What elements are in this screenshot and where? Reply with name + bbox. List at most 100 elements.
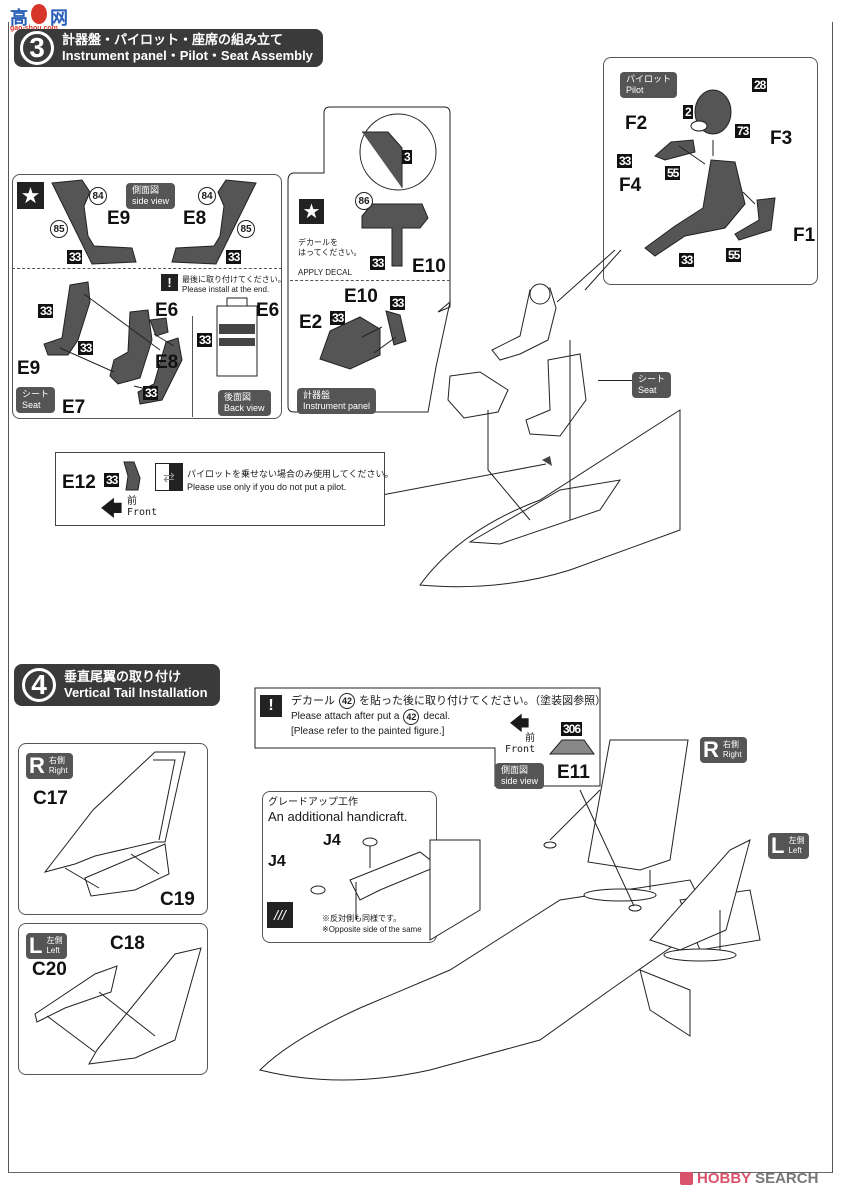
color-306: 306 (561, 722, 583, 736)
part-c20: C20 (32, 959, 67, 980)
handicraft-icon: /// (267, 902, 293, 928)
page-frame (8, 22, 833, 1173)
side-view-jp: 側面図 (132, 185, 160, 195)
step4-header: 4 垂直尾翼の取り付け Vertical Tail Installation (14, 664, 220, 706)
part-e8: E8 (155, 352, 179, 373)
part-e2: E2 (299, 312, 323, 333)
seat-exploded-drawing (43, 281, 183, 405)
seat-side-view-e9 (51, 179, 137, 265)
watermark-char-2: 网 (50, 8, 68, 28)
left-jp: 左側 (46, 936, 63, 945)
color-2: 2 (683, 105, 693, 119)
right-tail-en: Right (722, 750, 742, 759)
part-c18: C18 (110, 933, 145, 954)
pilot-tag-en: Pilot (626, 85, 644, 95)
seat-callout-line (598, 380, 632, 381)
part-c17: C17 (33, 788, 68, 809)
front-jp: 前 (127, 496, 137, 507)
pilot-tag-jp: パイロット (626, 74, 672, 84)
seat-tag-jp: シート (22, 389, 50, 399)
handicraft-title-jp: グレードアップ工作 (268, 797, 358, 808)
e11-part-drawing (548, 739, 595, 755)
color-73: 73 (735, 124, 751, 138)
instrument-panel-tag-jp: 計器盤 (303, 390, 331, 400)
back-view-tag: 後面図 Back view (218, 390, 271, 416)
part-e11: E11 (557, 762, 590, 783)
instrument-panel-drawing (361, 203, 429, 267)
part-f4: F4 (619, 175, 642, 196)
decal-84-left: 84 (89, 187, 107, 205)
part-e7: E7 (62, 397, 86, 418)
star-icon: ★ (17, 182, 44, 209)
step4-number: 4 (22, 668, 56, 702)
left-tail-drawing (34, 947, 202, 1065)
color-55-f2: 55 (665, 166, 681, 180)
instrument-panel-tag: 計器盤 Instrument panel (297, 388, 377, 414)
e12-note: パイロットを乗せない場合のみ使用してください。 Please use only … (187, 468, 393, 494)
seat-callout-en: Seat (638, 385, 657, 395)
install-note: 最後に取り付けてください。 Please install at the end. (182, 275, 286, 295)
part-j4-top: J4 (323, 832, 341, 849)
step4-side-view-tag: 側面図 side view (495, 763, 545, 789)
right-tail-jp: 右側 (722, 740, 739, 749)
seat-panel-divider (12, 268, 282, 269)
watermark-logo: 高 网 gao-shou.com (10, 4, 68, 34)
instrument-detail-circle (359, 113, 437, 191)
thumbs-up-icon (31, 4, 47, 24)
back-view-jp: 後面図 (224, 392, 252, 402)
part-e10-top: E10 (412, 256, 446, 277)
e12-note-en: Please use only if you do not put a pilo… (187, 482, 347, 492)
hobby-search-icon (680, 1172, 693, 1185)
seat-side-view-e8 (171, 179, 257, 265)
color-33-e8: 33 (143, 386, 159, 400)
color-55-body: 55 (726, 248, 742, 262)
step4-side-view-en: side view (501, 776, 539, 786)
left-en: Left (46, 946, 60, 955)
brand-text: HOBBY SEARCH (697, 1170, 818, 1187)
seat-panel-vdivider (192, 316, 193, 417)
watermark-url: gao-shou.com (10, 25, 58, 32)
notice-en1-pre: Please attach after put a (291, 711, 400, 722)
part-f3: F3 (770, 128, 793, 149)
step3-header: 3 計器盤・パイロット・座席の組み立て Instrument panel・Pil… (14, 29, 323, 67)
notice-en2: [Please refer to the painted figure.] (291, 726, 445, 737)
color-33-boots: 33 (679, 253, 695, 267)
part-e9: E9 (17, 358, 41, 379)
exclamation-icon: ! (161, 274, 178, 291)
front-arrow-icon-step4: 🡄 (509, 713, 530, 735)
color-33-f2: 33 (617, 154, 633, 168)
decal-42-jp: 42 (339, 693, 355, 709)
color-33-e12: 33 (104, 473, 120, 487)
pilot-callout-pointer (556, 249, 622, 303)
right-tail-drawing (43, 751, 186, 897)
step3-number: 3 (20, 31, 54, 65)
left-tail-en: Left (788, 846, 802, 855)
e12-note-jp: パイロットを乗せない場合のみ使用してください。 (187, 469, 394, 479)
apply-decal-note: デカールを はってください。 APPLY DECAL (298, 228, 361, 288)
aircraft-drawing (259, 739, 761, 1081)
part-e10: E10 (344, 286, 378, 307)
notice-jp-pre: デカール (291, 695, 335, 707)
handicraft-title-en: An additional handicraft. (268, 809, 408, 824)
seat-callout-tag: シート Seat (632, 372, 672, 398)
side-view-tag: 側面図 side view (126, 183, 176, 209)
brand-text-hobby: HOBBY (697, 1170, 756, 1187)
left-tail-jp: 左側 (788, 836, 805, 845)
decal-86: 86 (355, 192, 373, 210)
hobby-search-logo: HOBBY SEARCH (680, 1170, 818, 1187)
decal-85-left: 85 (50, 220, 68, 238)
color-33-seat-left: 33 (67, 250, 83, 264)
handicraft-drawing (310, 837, 439, 920)
handicraft-note: ※反対側も同様です。 ※Opposite side of the same (322, 913, 422, 935)
color-28: 28 (752, 78, 768, 92)
apply-decal-en: APPLY DECAL (298, 268, 352, 277)
front-arrow-icon: 🡄 (100, 496, 123, 521)
seat-back-view (216, 297, 258, 377)
part-f2: F2 (625, 113, 648, 134)
instrument-panel-divider (290, 280, 450, 281)
handicraft-note-en: ※Opposite side of the same (322, 925, 422, 934)
pilot-tag: パイロット Pilot (620, 72, 678, 98)
step3-title-en: Instrument panel・Pilot・Seat Assembly (62, 48, 313, 63)
